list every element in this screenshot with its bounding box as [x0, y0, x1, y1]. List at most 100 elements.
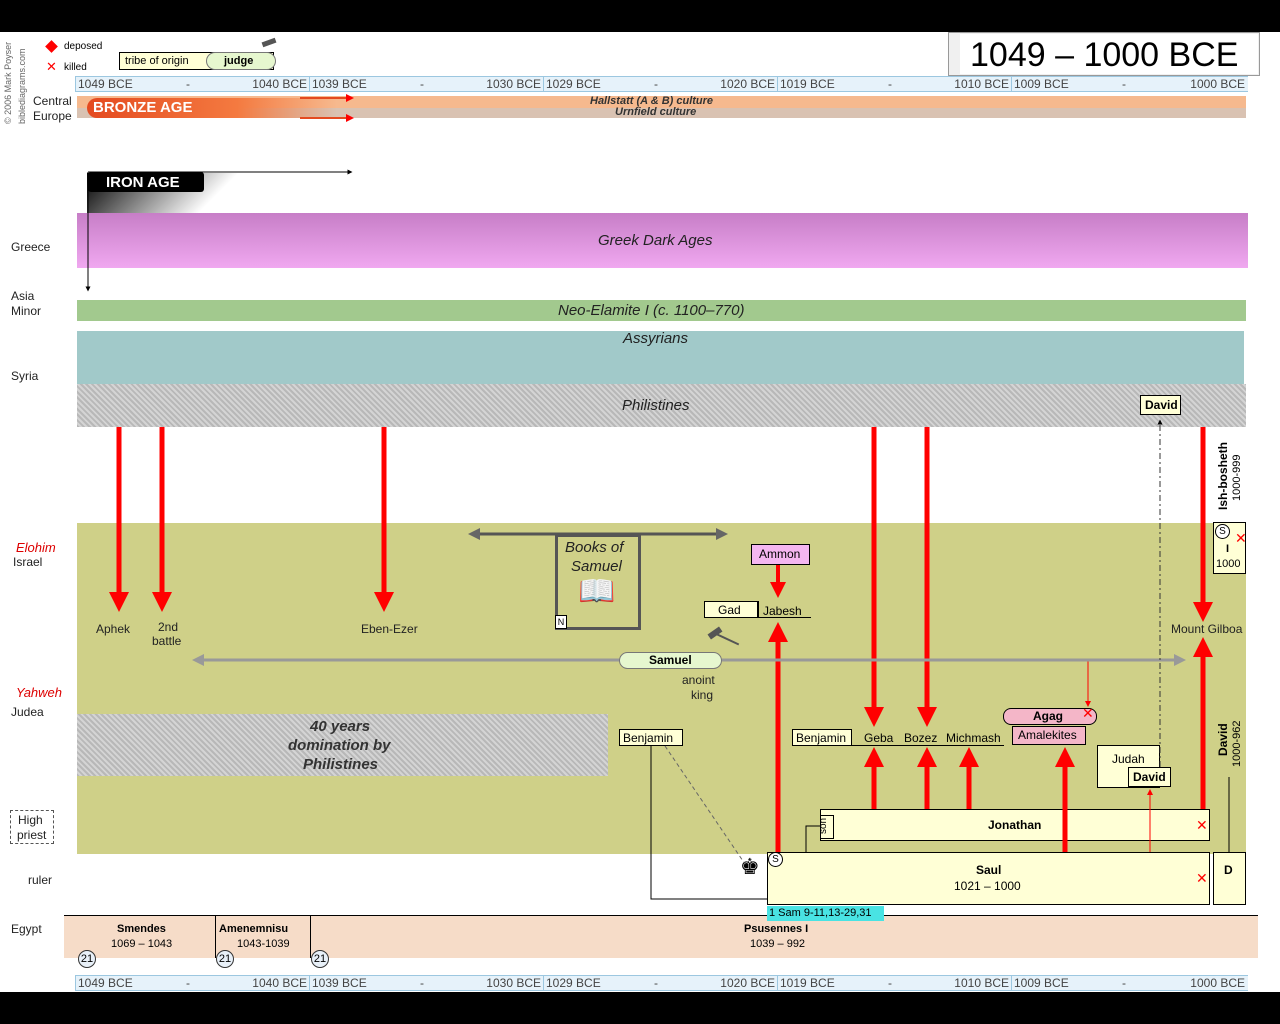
- killed-icon: ✕: [1082, 705, 1094, 721]
- books-line-1: Books of: [565, 539, 624, 556]
- row-ruler: ruler: [28, 873, 53, 887]
- neo-elamite-band: [77, 300, 1246, 321]
- bruler-1-right: 1040 BCE: [252, 976, 307, 990]
- bruler-1-left: 1049 BCE: [78, 976, 133, 990]
- anoint-line-1: anoint: [682, 673, 715, 687]
- eben-ezer-label: Eben-Ezer: [361, 622, 418, 636]
- philistines-band: [77, 384, 1246, 427]
- legend-judge: judge: [224, 55, 254, 67]
- hallstatt-band: [77, 96, 1246, 108]
- urnfield-band: [77, 108, 1246, 118]
- egypt-psusennes-dates: 1039 – 992: [750, 938, 806, 950]
- book-icon: 📖: [578, 575, 616, 608]
- geba-underline: [852, 745, 1004, 746]
- book-badge: N: [557, 617, 565, 627]
- saul-name: Saul: [976, 863, 1002, 877]
- saul-dates: 1021 – 1000: [954, 879, 1021, 893]
- d-box: [1213, 852, 1246, 905]
- books-line-2: Samuel: [571, 558, 622, 575]
- row-asia-1: Asia: [11, 289, 35, 303]
- legend-deposed: deposed: [64, 41, 103, 52]
- assyrians-band: [77, 331, 1244, 387]
- bronze-age-label: BRONZE AGE: [93, 99, 193, 116]
- ruler-2-left: 1039 BCE: [312, 77, 367, 91]
- anoint-dashed-line: [664, 745, 746, 865]
- ruler-4-right: 1010 BCE: [954, 77, 1009, 91]
- samuel-pill: [619, 652, 722, 669]
- egypt-psusennes-name: Psusennes I: [744, 923, 809, 935]
- jabesh-label: Jabesh: [763, 604, 802, 618]
- geba-label: Geba: [864, 731, 894, 745]
- egypt-amenemnisu-dates: 1043-1039: [237, 938, 290, 950]
- top-ruler: 1049 BCE - 1040 BCE 1039 BCE - 1030 BCE …: [75, 76, 1248, 92]
- bruler-1-mid: -: [186, 976, 190, 990]
- gad-label: Gad: [718, 603, 741, 617]
- judah-label: Judah: [1112, 752, 1145, 766]
- legend: deposed ✕ killed tribe of origin judge: [34, 36, 284, 76]
- title-box: [960, 34, 1258, 74]
- ruler-1-right: 1040 BCE: [252, 77, 307, 91]
- amalekites-box: [1012, 726, 1086, 745]
- egypt-amenemnisu-name: Amenemnisu: [219, 923, 289, 935]
- killed-icon: ✕: [1196, 817, 1208, 833]
- ruler-1-left: 1049 BCE: [78, 77, 133, 91]
- bruler-4-right: 1010 BCE: [954, 976, 1009, 990]
- bruler-2-left: 1039 BCE: [312, 976, 367, 990]
- row-elohim: Elohim: [16, 540, 56, 555]
- killed-icon: ✕: [1235, 530, 1247, 546]
- bottom-ruler: 1049 BCE - 1040 BCE 1039 BCE - 1030 BCE …: [75, 975, 1248, 991]
- second-battle-2: battle: [152, 634, 182, 648]
- ruler-4-mid: -: [888, 77, 892, 91]
- dynasty-badge: 21: [311, 950, 329, 968]
- samuel-label: Samuel: [649, 653, 692, 667]
- bronze-age-bar: [87, 98, 337, 118]
- urnfield-label: Urnfield culture: [615, 106, 697, 118]
- row-central-2: Europe: [33, 109, 72, 123]
- assyrians-label: Assyrians: [623, 330, 689, 347]
- crown-icon: ♚: [740, 854, 760, 879]
- israel-judea-band: [77, 523, 1246, 854]
- bruler-4-left: 1019 BCE: [780, 976, 835, 990]
- iron-age-label: IRON AGE: [106, 174, 180, 191]
- ruler-5-left: 1009 BCE: [1014, 77, 1069, 91]
- ammon-label: Ammon: [759, 547, 801, 561]
- ruler-2-right: 1030 BCE: [486, 77, 541, 91]
- greek-dark-ages-label: Greek Dark Ages: [598, 232, 713, 249]
- bruler-4-mid: -: [888, 976, 892, 990]
- bruler-3-left: 1029 BCE: [546, 976, 601, 990]
- timeline-stage: © 2006 Mark Poyser biblediagrams.com dep…: [0, 32, 1280, 992]
- scripture-tag: [767, 906, 884, 921]
- row-judea: Judea: [11, 705, 44, 719]
- killed-icon: ✕: [46, 59, 57, 74]
- bruler-2-right: 1030 BCE: [486, 976, 541, 990]
- dynasty-badge: 21: [78, 950, 96, 968]
- greek-dark-ages-band: [77, 213, 1248, 268]
- anoint-line-2: king: [691, 688, 714, 702]
- row-asia-2: Minor: [11, 304, 42, 318]
- saul-s: S: [772, 854, 779, 865]
- bruler-5-mid: -: [1122, 976, 1126, 990]
- legend-tribe: tribe of origin: [125, 55, 189, 67]
- egypt-band: [64, 915, 1258, 958]
- row-greece: Greece: [11, 240, 51, 254]
- domination-line-2: domination by: [288, 737, 391, 754]
- aphek-label: Aphek: [96, 622, 131, 636]
- amalekites-label: Amalekites: [1018, 728, 1077, 742]
- bruler-5-right: 1000 BCE: [1190, 976, 1245, 990]
- neo-elamite-label: Neo-Elamite I (c. 1100–770): [558, 302, 745, 319]
- page-title: 1049 – 1000 BCE: [970, 36, 1239, 74]
- ruler-4-left: 1019 BCE: [780, 77, 835, 91]
- bozez-label: Bozez: [904, 731, 938, 745]
- row-central-1: Central: [33, 94, 72, 108]
- agag-label: Agag: [1033, 709, 1063, 723]
- row-egypt: Egypt: [11, 922, 42, 936]
- d-label: D: [1224, 863, 1233, 877]
- jonathan-son-line: [805, 825, 820, 852]
- domination-band: [77, 714, 608, 776]
- ammon-box: [751, 544, 810, 565]
- domination-line-1: 40 years: [310, 718, 371, 735]
- ish-s: S: [1219, 526, 1226, 537]
- ish-s-badge: S: [1215, 524, 1230, 539]
- david-top-label: David: [1145, 398, 1178, 412]
- david-judah-label: David: [1133, 770, 1166, 784]
